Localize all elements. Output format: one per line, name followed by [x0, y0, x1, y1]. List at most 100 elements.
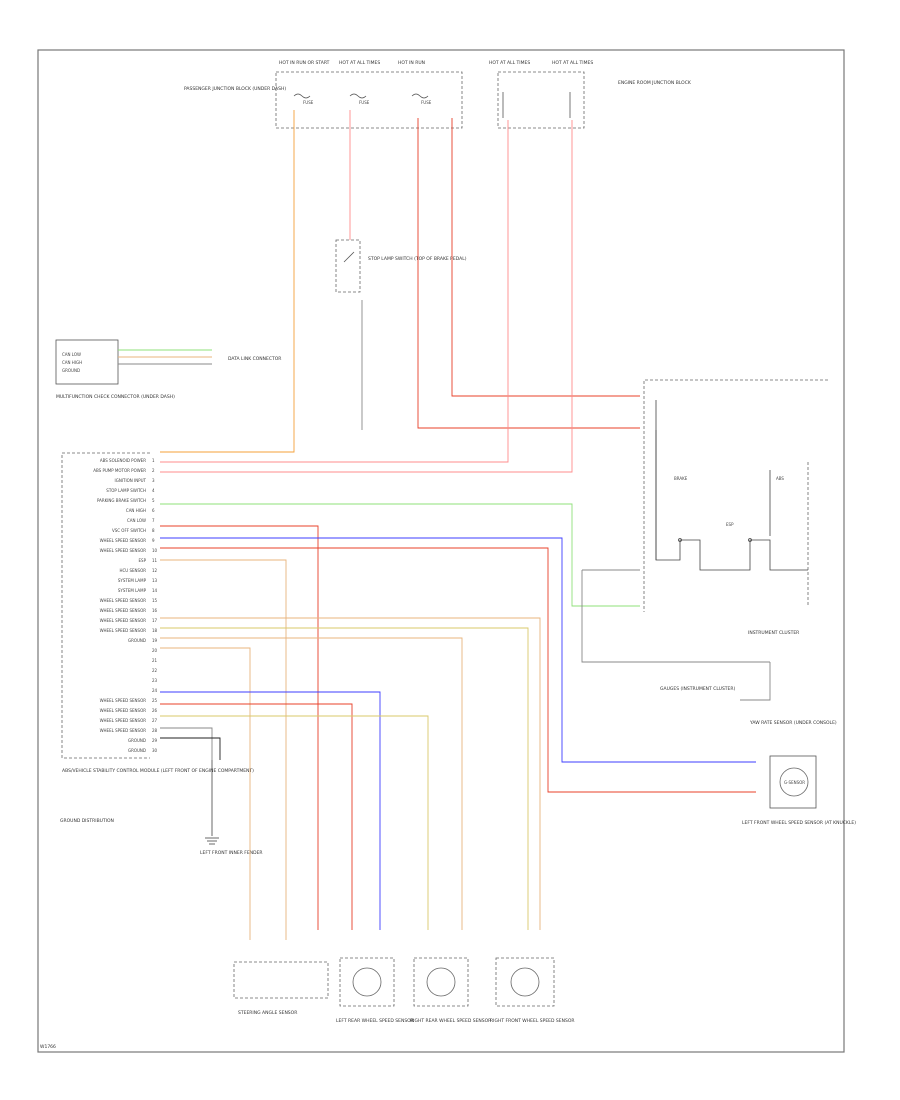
module-pin-label: WHEEL SPEED SENSOR: [100, 628, 147, 633]
module-pin-label: ABS SOLENOID POWER: [100, 458, 146, 463]
module-pin-number: 15: [152, 598, 158, 603]
module-pin-label: WHEEL SPEED SENSOR: [100, 708, 147, 713]
module-pin-number: 1: [152, 458, 155, 463]
module-pin-number: 23: [152, 678, 158, 683]
engine-junction-block: [497, 71, 585, 129]
module-pin-number: 6: [152, 508, 155, 513]
stop-switch-label: STOP LAMP SWITCH (TOP OF BRAKE PEDAL): [368, 256, 467, 262]
module-pin-label: IGNITION INPUT: [115, 478, 147, 483]
fuse-block-left-label: PASSENGER JUNCTION BLOCK (UNDER DASH): [184, 86, 286, 92]
can-line-2: CAN HIGH: [62, 360, 82, 365]
sensor-box-1: [339, 957, 395, 1007]
module-pin-number: 21: [152, 658, 158, 663]
module-pin-number: 8: [152, 528, 155, 533]
abs-module-label: ABS/VEHICLE STABILITY CONTROL MODULE (LE…: [62, 768, 254, 774]
can-line-1: CAN LOW: [62, 352, 81, 357]
module-pin-label: SYSTEM LAMP: [118, 578, 147, 583]
fuse-header-3: HOT IN RUN: [398, 60, 425, 66]
cluster-outline: [643, 379, 828, 612]
passenger-junction-block: [275, 71, 463, 129]
cluster-lamp-abs: ABS: [776, 476, 784, 481]
can-line-3: GROUND: [62, 368, 80, 373]
module-pin-label: WHEEL SPEED SENSOR: [100, 618, 147, 623]
cluster-internal-wiring: [655, 400, 808, 571]
ground-symbol: [205, 760, 219, 845]
fuse-1-label: FUSE: [303, 100, 314, 105]
can-module-label: MULTIFUNCTION CHECK CONNECTOR (UNDER DAS…: [56, 394, 175, 400]
module-pin-label: WHEEL SPEED SENSOR: [100, 538, 147, 543]
module-pin-label: WHEEL SPEED SENSOR: [100, 548, 147, 553]
stop-lamp-switch: [335, 239, 361, 293]
figure-id: W1766: [40, 1044, 56, 1050]
module-pin-number: 27: [152, 718, 158, 723]
module-pin-label: WHEEL SPEED SENSOR: [100, 728, 147, 733]
yaw-sensor-inner: G-SENSOR: [784, 780, 805, 785]
module-pin-number: 14: [152, 588, 158, 593]
cluster-lamp-esp: ESP: [726, 522, 734, 527]
module-pin-number: 26: [152, 708, 158, 713]
abs-module-outline: [61, 452, 150, 759]
module-pin-label: GROUND: [128, 748, 146, 753]
fuse-headers: HOT IN RUN OR START HOT AT ALL TIMES HOT…: [279, 60, 593, 66]
ground-ref: LEFT FRONT INNER FENDER: [200, 850, 263, 856]
module-pin-number: 25: [152, 698, 158, 703]
module-pin-number: 19: [152, 638, 158, 643]
module-pin-number: 5: [152, 498, 155, 503]
sensor-label-2: RIGHT REAR WHEEL SPEED SENSOR: [410, 1018, 491, 1024]
module-pin-label: WHEEL SPEED SENSOR: [100, 608, 147, 613]
yaw-sensor-box: [769, 755, 817, 809]
module-pin-number: 10: [152, 548, 158, 553]
can-wires: [118, 349, 212, 365]
module-pin-label: GROUND: [128, 738, 146, 743]
module-pin-label: SYSTEM LAMP: [118, 588, 147, 593]
ground-note: GROUND DISTRIBUTION: [60, 818, 114, 824]
module-pin-label: ESP: [139, 558, 147, 563]
module-pin-number: 9: [152, 538, 155, 543]
module-pin-label: CAN LOW: [127, 518, 146, 523]
module-pin-label: VSC OFF SWITCH: [112, 528, 146, 533]
module-pin-label: ABS PUMP MOTOR POWER: [93, 468, 146, 473]
module-pin-label: WHEEL SPEED SENSOR: [100, 698, 147, 703]
module-pin-number: 7: [152, 518, 155, 523]
module-pin-number: 13: [152, 578, 158, 583]
module-pin-number: 20: [152, 648, 158, 653]
fuse-3-label: FUSE: [421, 100, 432, 105]
fuse-header-1: HOT IN RUN OR START: [279, 60, 330, 66]
module-pin-label: CAN HIGH: [126, 508, 146, 513]
module-pin-number: 3: [152, 478, 155, 483]
diagram-border: [37, 49, 845, 1053]
lf-sensor-label: LEFT FRONT WHEEL SPEED SENSOR (AT KNUCKL…: [742, 820, 856, 826]
module-pin-number: 28: [152, 728, 158, 733]
fuse-header-4: HOT AT ALL TIMES: [489, 60, 530, 66]
module-pin-number: 4: [152, 488, 155, 493]
module-pin-number: 30: [152, 748, 158, 753]
cluster-ref: GAUGES (INSTRUMENT CLUSTER): [660, 686, 736, 692]
fuse-header-5: HOT AT ALL TIMES: [552, 60, 593, 66]
module-pin-number: 22: [152, 668, 158, 673]
module-pin-number: 2: [152, 468, 155, 473]
fuse-header-2: HOT AT ALL TIMES: [339, 60, 380, 66]
module-pin-label: PARKING BRAKE SWITCH: [97, 498, 146, 503]
steering-sensor-label: STEERING ANGLE SENSOR: [238, 1010, 297, 1016]
module-pin-label: WHEEL SPEED SENSOR: [100, 718, 147, 723]
module-pin-number: 11: [152, 558, 158, 563]
fuse-2-label: FUSE: [359, 100, 370, 105]
module-pin-number: 16: [152, 608, 158, 613]
module-pin-number: 18: [152, 628, 158, 633]
module-pin-number: 24: [152, 688, 158, 693]
yaw-sensor-label: YAW RATE SENSOR (UNDER CONSOLE): [749, 720, 837, 726]
module-pin-label: GROUND: [128, 638, 146, 643]
steering-sensor-box: [233, 961, 329, 999]
cluster-label: INSTRUMENT CLUSTER: [748, 630, 799, 636]
sensor-box-2: [413, 957, 469, 1007]
module-pin-label: STOP LAMP SWITCH: [106, 488, 146, 493]
module-pin-number: 12: [152, 568, 158, 573]
module-pin-label: HCU SENSOR: [119, 568, 146, 573]
module-pin-label: WHEEL SPEED SENSOR: [100, 598, 147, 603]
fuse-block-right-label: ENGINE ROOM JUNCTION BLOCK: [618, 80, 692, 86]
sensor-label-3: RIGHT FRONT WHEEL SPEED SENSOR: [490, 1018, 575, 1024]
data-link-label: DATA LINK CONNECTOR: [228, 356, 281, 362]
wires: [160, 110, 771, 940]
